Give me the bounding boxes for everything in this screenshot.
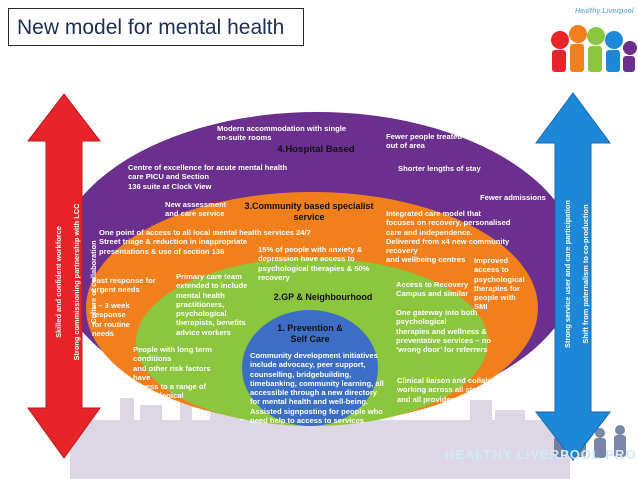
hospital-item-accommodation: Modern accommodation with single en-suit…	[217, 124, 347, 143]
right-arrow-text: Strong service user and care participati…	[555, 194, 608, 354]
community-item-single-access: One point of access to all local mental …	[99, 228, 311, 256]
right-arrow-line-2: Shift from paternalism to co-production	[580, 204, 590, 344]
gp-item-recovery-campus: Access to Recovery Campus and similar	[396, 280, 469, 299]
left-arrow-line-2: Strong commissioning partnership with LC…	[71, 203, 81, 361]
right-arrow-line-1: Strong service user and care participati…	[562, 200, 572, 348]
left-double-arrow	[26, 93, 102, 459]
footer-brand-text: HEALTHY LIVERPOOL PRO	[445, 447, 637, 462]
left-arrow-text: Skilled and confident workforce Strong c…	[46, 202, 99, 362]
gp-heading: 2.GP & Neighbourhood	[273, 292, 373, 302]
community-heading: 3.Community based specialist service	[244, 201, 374, 222]
gp-item-anxiety-access: 15% of people with anxiety & depression …	[258, 245, 370, 282]
left-arrow-line-1: Skilled and confident workforce	[53, 226, 63, 338]
community-item-integrated-care: Integrated care model that focuses on re…	[386, 209, 511, 265]
community-item-routine-response: 1 – 3 week response for routine needs	[92, 301, 130, 338]
prevention-item-community-development: Community development initiatives includ…	[250, 351, 384, 425]
hospital-item-out-of-area: Fewer people treated out of area	[386, 132, 462, 151]
hospital-heading: 4.Hospital Based	[277, 144, 355, 155]
layer-prevention-ellipse	[242, 310, 378, 426]
prevention-heading: 1. Prevention & Self Care	[277, 323, 343, 344]
hospital-item-fewer-admissions: Fewer admissions	[480, 193, 546, 202]
gp-item-one-gateway: One gateway into both psychological ther…	[396, 308, 491, 354]
gp-item-long-term-conditions: People with long term conditions and oth…	[133, 345, 212, 401]
slide-title: New model for mental health	[8, 8, 304, 46]
healthy-liverpool-logo	[551, 25, 637, 72]
gp-item-primary-care-team: Primary care team extended to include me…	[176, 272, 248, 337]
logo-text: Healthy Liverpool	[575, 8, 634, 15]
community-item-clinical-liaison: Clinical liaison and collaborative worki…	[397, 376, 515, 404]
community-item-improved-access: Improved access to psychological therapi…	[474, 256, 525, 312]
left-arrow-line-3: Culture of collaboration	[89, 240, 99, 324]
right-arrow-line-3: Sustainable third sector contribution	[598, 209, 608, 339]
right-double-arrow	[534, 92, 612, 461]
community-item-assessment: New assessment and care service	[165, 200, 227, 219]
hospital-item-centre-of-excellence: Centre of excellence for acute mental he…	[128, 163, 288, 191]
hospital-item-shorter-stays: Shorter lengths of stay	[398, 164, 481, 173]
community-item-fast-response: Fast response for urgent needs	[92, 276, 156, 295]
